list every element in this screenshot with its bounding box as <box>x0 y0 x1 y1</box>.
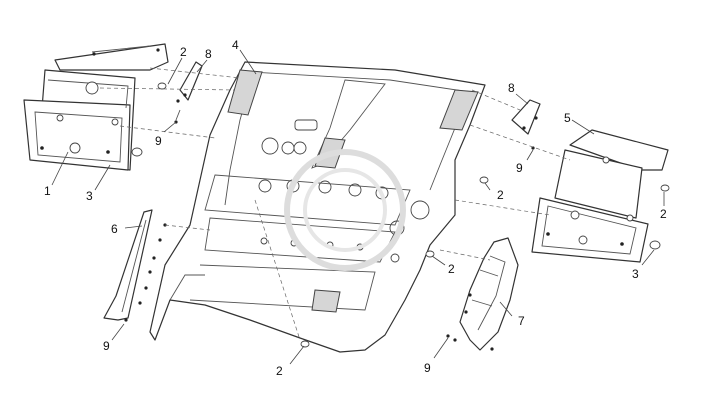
callout-9-left-bottom: 9 <box>103 339 110 353</box>
nut-center-right <box>425 250 435 258</box>
callout-9-right-bottom: 9 <box>424 361 431 375</box>
washer-right <box>649 240 661 250</box>
left-mounting-bracket <box>54 43 169 71</box>
callout-6: 6 <box>111 222 118 236</box>
right-bracket <box>446 237 519 351</box>
callout-labels: 1 2 2 2 2 2 3 3 4 5 6 7 8 8 9 9 9 9 <box>44 38 667 378</box>
clip-upper-right <box>511 99 541 150</box>
callout-3-left: 3 <box>86 189 93 203</box>
callout-2-center: 2 <box>497 188 504 202</box>
callout-3-right: 3 <box>632 267 639 281</box>
callout-2-bottom: 2 <box>276 364 283 378</box>
left-side-strip <box>103 209 167 322</box>
callout-2-right: 2 <box>660 207 667 221</box>
main-body-panel <box>149 61 486 353</box>
callout-2-left: 2 <box>180 45 187 59</box>
callout-4: 4 <box>232 38 239 52</box>
callout-1: 1 <box>44 184 51 198</box>
callout-9-right-top: 9 <box>516 161 523 175</box>
washer-left <box>131 147 143 157</box>
nut-center-bottom <box>300 340 310 348</box>
nut-center-top <box>479 176 489 184</box>
callout-2-middle: 2 <box>448 262 455 276</box>
assembly-lines <box>99 67 571 341</box>
right-frame-panel <box>531 129 669 263</box>
nut-right <box>660 184 670 192</box>
callout-8-right: 8 <box>508 81 515 95</box>
nut-left-top <box>157 82 167 90</box>
callout-7: 7 <box>518 314 525 328</box>
left-frame-panel <box>23 69 136 171</box>
callout-8-left: 8 <box>205 47 212 61</box>
callout-9-left-top: 9 <box>155 134 162 148</box>
leader-lines <box>51 49 665 365</box>
callout-5: 5 <box>564 111 571 125</box>
